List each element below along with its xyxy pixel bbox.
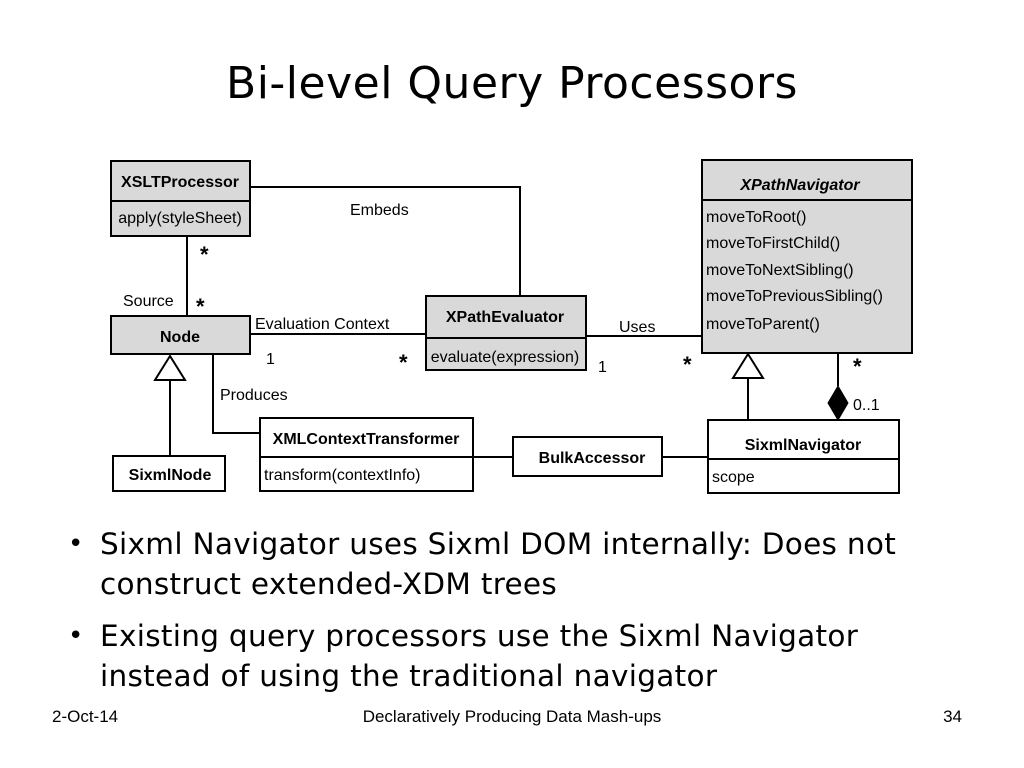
node-generalization-arrow [153,354,187,381]
uses-label: Uses [619,319,655,336]
bullet-list: • Sixml Navigator uses Sixml DOM interna… [68,524,968,708]
evaluation-context-label: Evaluation Context [255,316,390,333]
xslt-processor-method: apply(styleSheet) [118,210,242,227]
composition-diamond [827,385,849,421]
xml-context-transformer-class: XMLContextTransformer transform(contextI… [259,417,474,492]
navigator-generalization-arrow [731,352,765,379]
node-name: Node [160,329,200,346]
multiplicity-one: 1 [598,359,607,376]
xpath-evaluator-name: XPathEvaluator [446,309,564,326]
bulk-accessor-name: BulkAccessor [539,450,646,467]
xpath-navigator-method: moveToFirstChild() [706,235,840,252]
multiplicity-star: * [683,352,692,377]
footer-date: 2-Oct-14 [52,707,119,726]
bullet-item: • Sixml Navigator uses Sixml DOM interna… [68,524,968,604]
embeds-line [250,186,521,296]
multiplicity-one: 1 [266,351,275,368]
multiplicity-zero-to-one: 0..1 [853,397,880,414]
node-class: Node [110,315,251,355]
slide-title: Bi-level Query Processors [226,58,798,109]
multiplicity-star: * [200,242,209,267]
sixml-node-name: SixmlNode [129,467,212,484]
footer-page-number: 34 [943,707,962,726]
xpath-navigator-method: moveToRoot() [706,209,806,226]
xpath-navigator-method: moveToParent() [706,316,820,333]
xpath-evaluator-class: XPathEvaluator evaluate(expression) [425,295,587,371]
bullet-text: Existing query processors use the Sixml … [100,619,859,693]
bullet-dot-icon: • [68,621,84,651]
produces-line [212,354,260,434]
xpath-navigator-class: XPathNavigator moveToRoot() moveToFirstC… [701,159,913,354]
bullet-dot-icon: • [68,529,84,559]
xml-context-transformer-name: XMLContextTransformer [273,431,460,448]
uml-class-diagram: XSLTProcessor apply(styleSheet) Node Six… [110,159,913,494]
footer-center-text: Declaratively Producing Data Mash-ups [362,707,662,726]
xpath-navigator-method: moveToPreviousSibling() [706,288,883,305]
xslt-processor-class: XSLTProcessor apply(styleSheet) [110,160,251,237]
bullet-item: • Existing query processors use the Sixm… [68,616,968,696]
xslt-processor-name: XSLTProcessor [121,174,239,191]
sixml-navigator-class: SixmlNavigator scope [707,419,900,494]
source-label: Source [123,293,174,310]
sixml-navigator-name: SixmlNavigator [745,437,861,454]
xpath-evaluator-method: evaluate(expression) [431,349,580,366]
multiplicity-star: * [399,350,408,375]
bulk-accessor-class: BulkAccessor [512,436,663,477]
bullet-text: Sixml Navigator uses Sixml DOM internall… [100,527,897,601]
multiplicity-star: * [853,354,862,379]
embeds-label: Embeds [350,202,409,219]
xpath-navigator-name: XPathNavigator [739,177,860,194]
produces-label: Produces [220,387,288,404]
xpath-navigator-method: moveToNextSibling() [706,262,854,279]
multiplicity-star: * [196,294,205,319]
sixml-navigator-attribute: scope [712,469,755,486]
sixml-node-class: SixmlNode [112,455,226,492]
xml-context-transformer-method: transform(contextInfo) [264,467,421,484]
